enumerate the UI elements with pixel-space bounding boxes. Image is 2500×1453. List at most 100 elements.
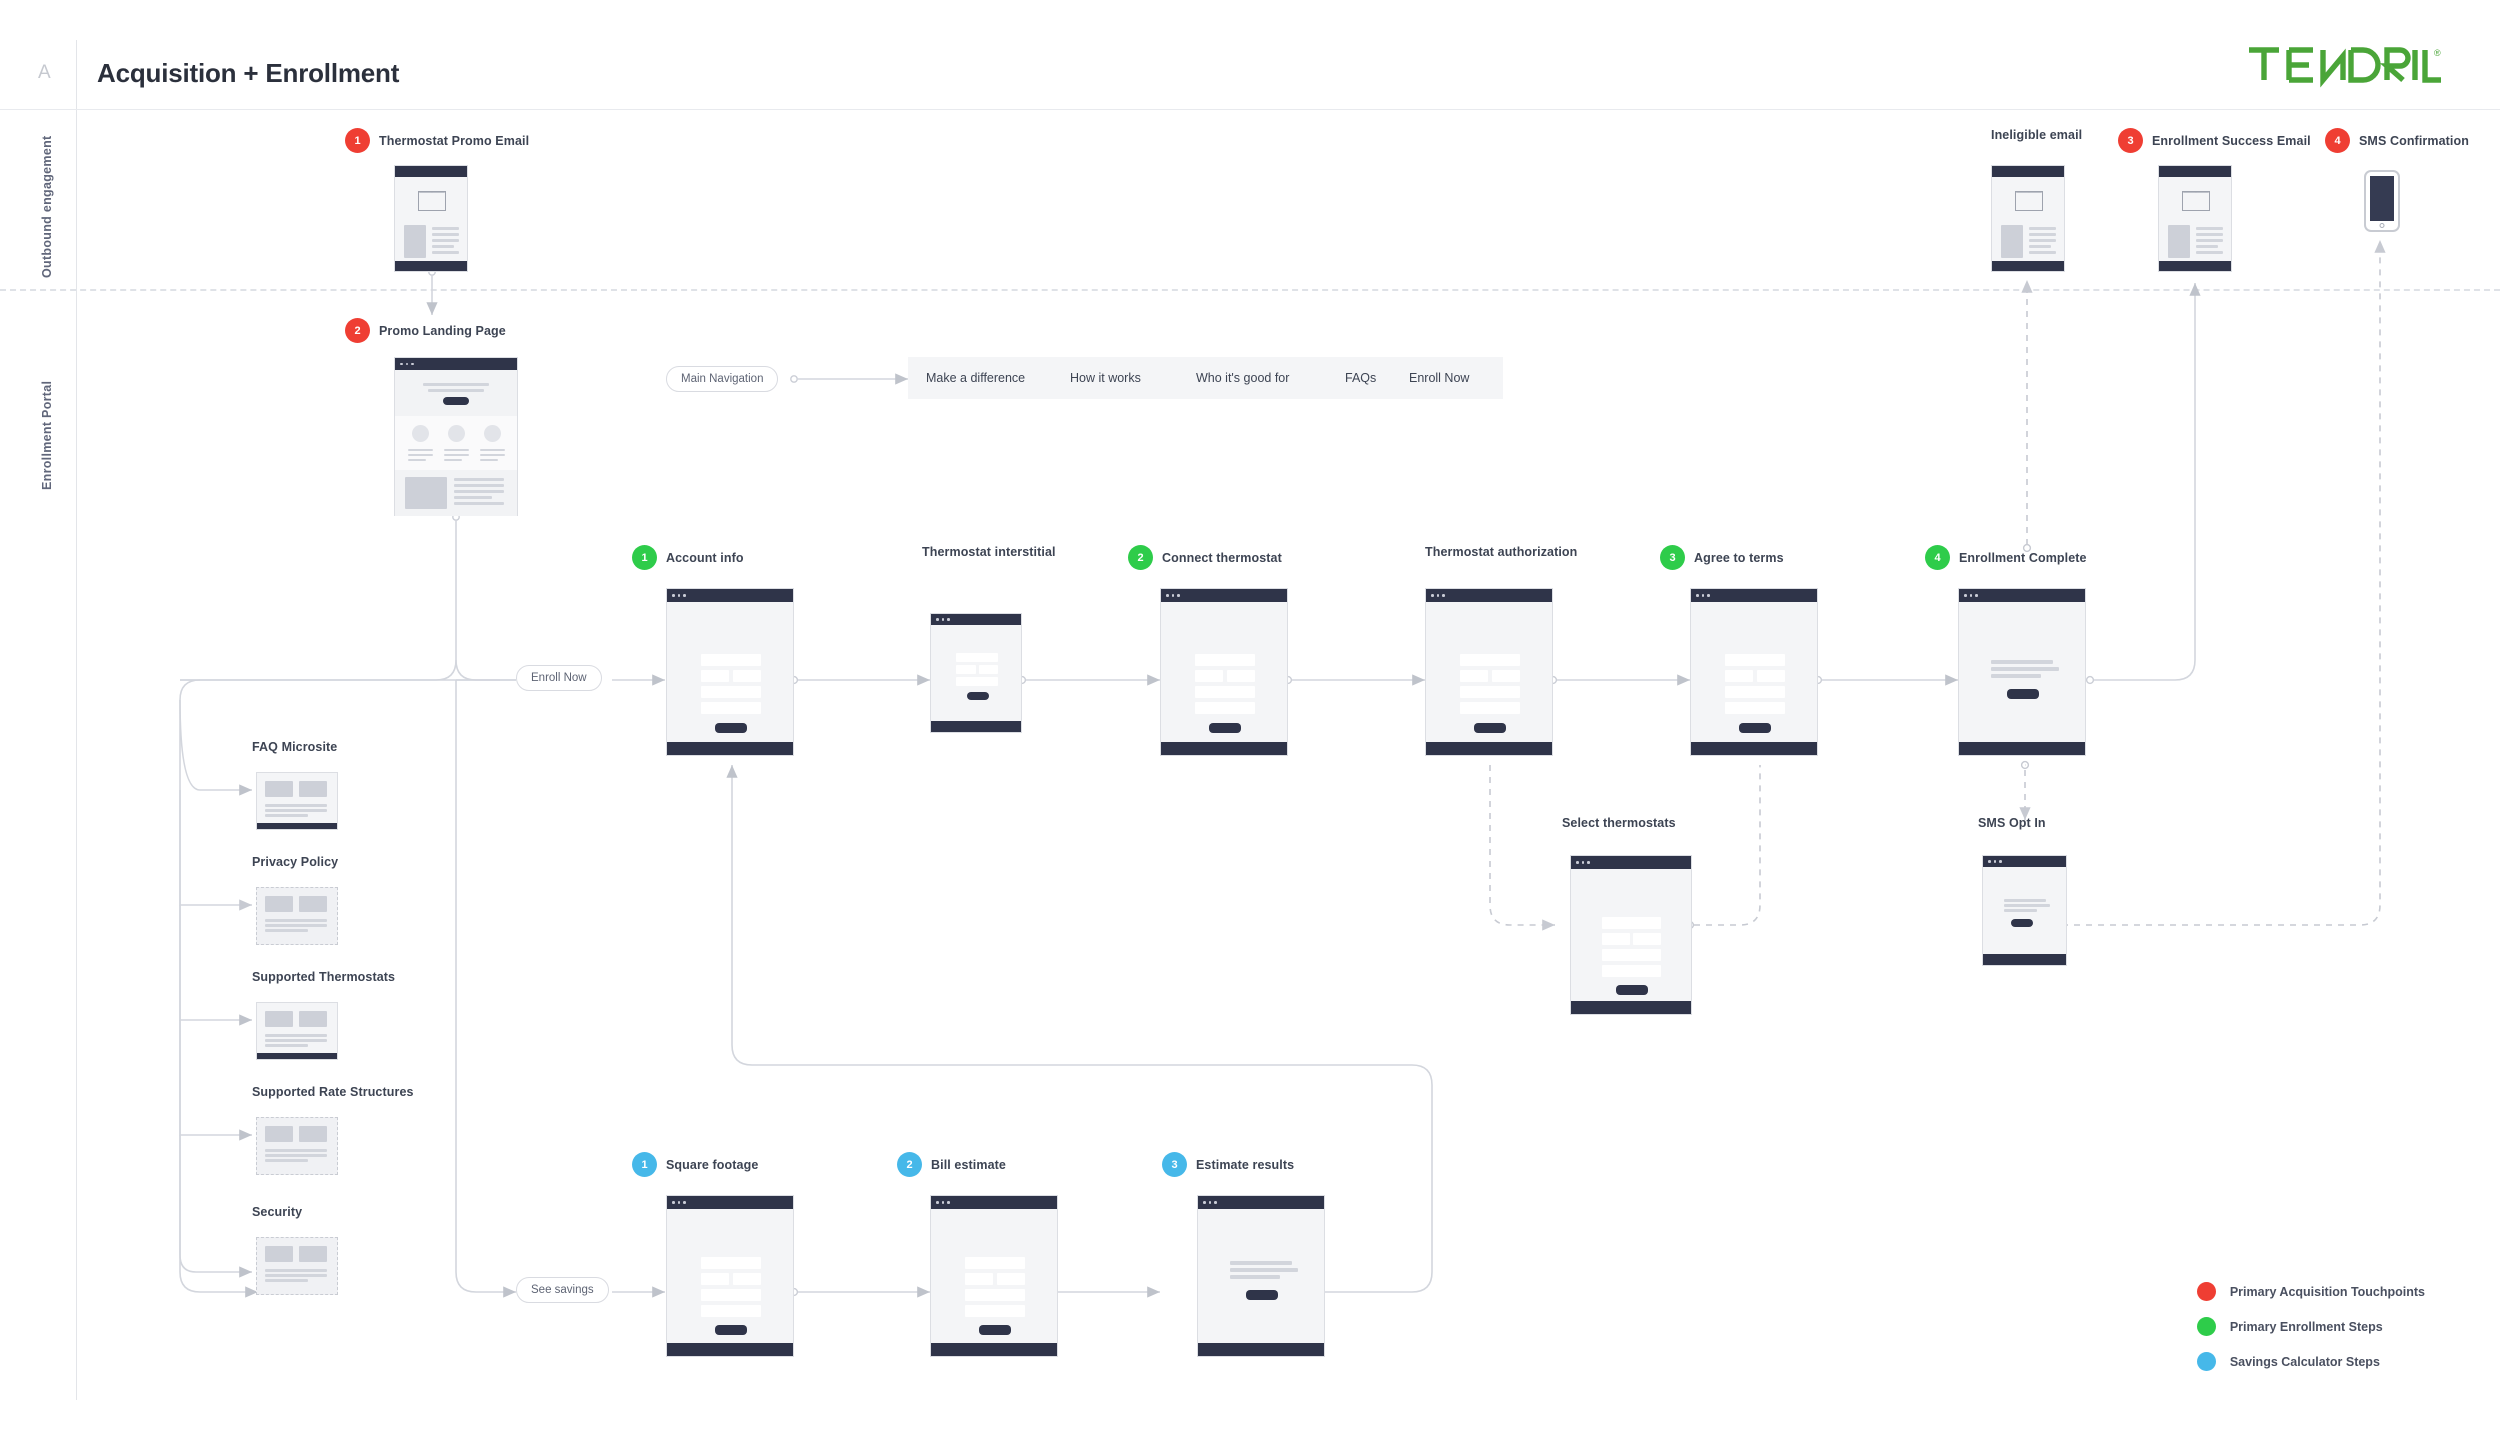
form-field[interactable]: [1602, 933, 1630, 945]
form-field[interactable]: [1602, 949, 1661, 961]
cta-button[interactable]: [2011, 919, 2033, 927]
cta-button[interactable]: [1246, 1290, 1278, 1300]
form-field[interactable]: [701, 686, 761, 698]
text-line: [265, 919, 327, 922]
form-field[interactable]: [1195, 670, 1223, 682]
wireframe-body: [257, 1118, 337, 1174]
submit-button[interactable]: [979, 1325, 1011, 1335]
wireframe-titlebar: [931, 614, 1021, 625]
node-header-account-info: 1 Account info: [632, 545, 744, 570]
submit-button[interactable]: [1474, 723, 1506, 733]
badge-enrollment-2: 2: [1128, 545, 1153, 570]
form-field[interactable]: [1460, 654, 1520, 666]
nav-item-make-a-difference[interactable]: Make a difference: [926, 371, 1026, 385]
form-field[interactable]: [1195, 702, 1255, 714]
form-field[interactable]: [965, 1289, 1025, 1301]
submit-button[interactable]: [715, 723, 747, 733]
enroll-now-pill[interactable]: Enroll Now: [516, 665, 602, 691]
wireframe-estimate-results[interactable]: [1197, 1195, 1325, 1357]
wireframe-supported-thermostats[interactable]: [256, 1002, 338, 1060]
wireframe-promo-landing-page[interactable]: [394, 357, 518, 516]
form-field[interactable]: [956, 677, 998, 686]
form-field[interactable]: [701, 1289, 761, 1301]
nav-item-how-it-works[interactable]: How it works: [1070, 371, 1141, 385]
window-dot: [405, 362, 408, 366]
submit-button[interactable]: [1209, 723, 1241, 733]
form-field[interactable]: [701, 654, 761, 666]
form-field[interactable]: [997, 1273, 1025, 1285]
wireframe-agree-to-terms[interactable]: [1690, 588, 1818, 756]
form-field[interactable]: [701, 1273, 729, 1285]
submit-button[interactable]: [1739, 723, 1771, 733]
wireframe-select-thermostats[interactable]: [1570, 855, 1692, 1015]
wireframe-thermostat-interstitial[interactable]: [930, 613, 1022, 733]
form-field[interactable]: [1460, 686, 1520, 698]
form-field[interactable]: [956, 653, 998, 662]
wireframe-security[interactable]: [256, 1237, 338, 1295]
form-field[interactable]: [1195, 654, 1255, 666]
form-field[interactable]: [1633, 933, 1661, 945]
submit-button[interactable]: [715, 1325, 747, 1335]
form-field[interactable]: [701, 1305, 761, 1317]
wireframe-faq-microsite[interactable]: [256, 772, 338, 830]
legend-dot-enrollment: [2196, 1317, 2216, 1336]
form-field[interactable]: [979, 665, 998, 674]
see-savings-pill[interactable]: See savings: [516, 1277, 609, 1303]
node-title: Supported Thermostats: [252, 970, 396, 984]
form-field[interactable]: [1195, 686, 1255, 698]
form-field[interactable]: [1227, 670, 1255, 682]
form-field[interactable]: [733, 1273, 761, 1285]
node-header-supported-thermostats: Supported Thermostats: [252, 970, 395, 984]
text-line: [2004, 899, 2046, 902]
wireframe-account-info[interactable]: [666, 588, 794, 756]
main-navigation-pill[interactable]: Main Navigation: [666, 366, 779, 392]
wireframe-sms-opt-in[interactable]: [1982, 855, 2067, 966]
band-separator: [0, 289, 2500, 291]
form-field[interactable]: [733, 670, 761, 682]
text-line: [265, 1154, 327, 1157]
nav-item-faqs[interactable]: FAQs: [1345, 371, 1377, 385]
wireframe-footer: [931, 1343, 1057, 1356]
submit-button[interactable]: [967, 692, 989, 700]
window-dot: [941, 1201, 944, 1204]
form-field[interactable]: [701, 702, 761, 714]
node-header-ineligible-email: Ineligible email: [1991, 128, 2082, 142]
wireframe-connect-thermostat[interactable]: [1160, 588, 1288, 756]
wireframe-supported-rate-structures[interactable]: [256, 1117, 338, 1175]
cta-button[interactable]: [2007, 689, 2039, 699]
wireframe-enrollment-success-email[interactable]: [2158, 165, 2232, 272]
wireframe-ineligible-email[interactable]: [1991, 165, 2065, 272]
nav-item-enroll-now[interactable]: Enroll Now: [1409, 371, 1470, 385]
form-field[interactable]: [1725, 702, 1785, 714]
form-field[interactable]: [1725, 670, 1753, 682]
form-field[interactable]: [701, 670, 729, 682]
node-header-bill-estimate: 2 Bill estimate: [897, 1152, 1006, 1177]
cta-button[interactable]: [443, 397, 469, 405]
submit-button[interactable]: [1616, 985, 1648, 995]
wireframe-privacy-policy[interactable]: [256, 887, 338, 945]
form-field[interactable]: [1460, 702, 1520, 714]
form-field[interactable]: [1725, 686, 1785, 698]
form-field[interactable]: [965, 1257, 1025, 1269]
form-field[interactable]: [956, 665, 976, 674]
wireframe-thermostat-promo-email[interactable]: [394, 165, 468, 272]
form-field[interactable]: [965, 1305, 1025, 1317]
svg-text:®: ®: [2434, 48, 2441, 58]
text-line: [265, 1269, 327, 1272]
form-field[interactable]: [965, 1273, 993, 1285]
form-field[interactable]: [1602, 965, 1661, 977]
wireframe-footer: [257, 1053, 337, 1059]
phone-device-sms-confirmation[interactable]: [2364, 170, 2400, 232]
wireframe-thermostat-authorization[interactable]: [1425, 588, 1553, 756]
wireframe-body: [1571, 869, 1691, 1001]
form-field[interactable]: [1460, 670, 1488, 682]
form-field[interactable]: [1725, 654, 1785, 666]
form-field[interactable]: [1757, 670, 1785, 682]
form-field[interactable]: [1602, 917, 1661, 929]
nav-item-who-its-good-for[interactable]: Who it's good for: [1196, 371, 1290, 385]
wireframe-enrollment-complete[interactable]: [1958, 588, 2086, 756]
wireframe-square-footage[interactable]: [666, 1195, 794, 1357]
wireframe-bill-estimate[interactable]: [930, 1195, 1058, 1357]
form-field[interactable]: [701, 1257, 761, 1269]
form-field[interactable]: [1492, 670, 1520, 682]
